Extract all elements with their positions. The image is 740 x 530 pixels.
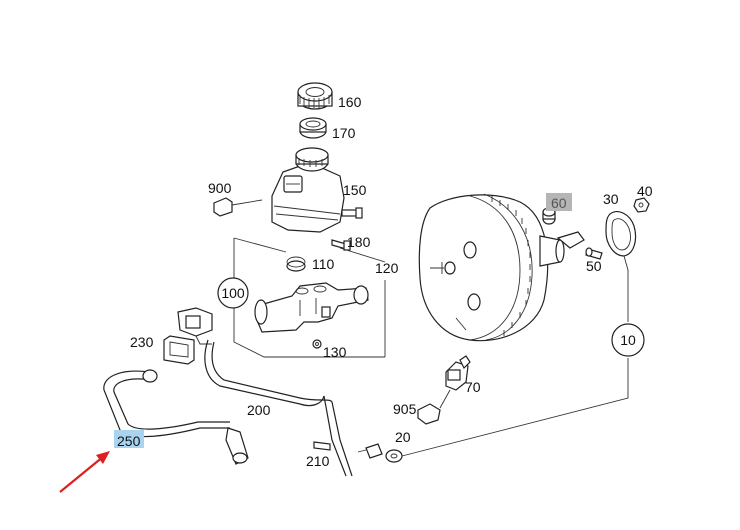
brake-booster [418,193,585,342]
gasket-30 [605,211,637,322]
label-200: 200 [247,402,271,418]
label-250: 250 [117,433,141,449]
label-70: 70 [465,379,481,395]
filter-insert-170 [299,117,327,139]
label-100: 100 [221,285,245,301]
label-60: 60 [551,195,567,211]
label-905: 905 [393,401,417,417]
brake-fluid-reservoir-150 [271,147,363,233]
seal-110 [286,256,306,272]
connector-20 [357,443,403,463]
label-110: 110 [312,256,335,272]
leader-20-10 [401,358,629,457]
label-170: 170 [332,125,356,141]
highlight-250 [114,430,144,448]
reservoir-cap-160 [297,82,333,110]
vacuum-hose-250 [103,369,249,465]
label-150: 150 [343,182,367,198]
label-900: 900 [208,180,232,196]
label-10: 10 [620,332,636,348]
label-180: 180 [347,234,371,250]
callout-100: 100 [217,277,249,309]
vacuum-hose-200 [204,339,353,477]
label-210: 210 [306,453,330,469]
pointer-arrow [59,451,110,493]
pressure-sensor-70 [445,355,471,391]
label-160: 160 [338,94,362,110]
callout-10: 10 [611,323,645,357]
bolt-50 [585,247,603,260]
label-230: 230 [130,334,154,350]
label-40: 40 [637,183,653,199]
level-sensor-900 [213,197,263,217]
highlight-60 [546,193,572,211]
nut-40 [633,197,650,213]
nut-130 [312,339,322,349]
check-valve [177,307,213,345]
label-120: 120 [375,260,399,276]
label-30: 30 [603,191,619,207]
connector-905 [417,389,451,425]
label-20: 20 [395,429,411,445]
bolt-180 [331,239,351,251]
master-cylinder-100 [254,282,369,333]
pin-210 [313,441,331,451]
label-130: 130 [323,344,347,360]
bracket-230 [163,335,195,365]
label-50: 50 [586,258,602,274]
